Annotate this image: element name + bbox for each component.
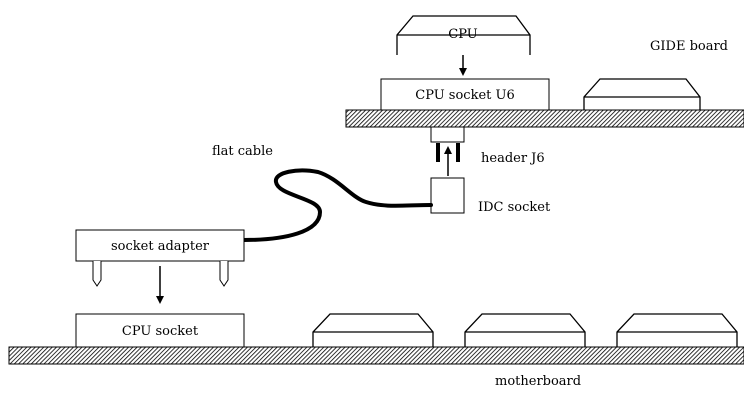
socket-adapter-label: socket adapter [111,239,210,254]
gide-board-pcb [345,109,744,128]
gide-board-label: GIDE board [650,39,728,54]
header-j6-body [430,126,465,143]
flat-cable-label: flat cable [212,144,273,159]
header-j6-pin [456,143,460,162]
motherboard-chip [464,313,586,347]
idc-socket-box [430,177,465,214]
header-j6: header J6 [430,126,545,176]
cpu-socket-u6-box [380,78,550,111]
socket-adapter-pin [219,261,229,287]
gide-chip [583,78,701,110]
cpu-socket-box [75,313,245,348]
socket-adapter-pin [92,261,102,287]
cpu-chip-outline [396,15,531,55]
motherboard-chip [312,313,434,347]
motherboard-pcb [8,346,744,365]
cpu-socket-u6-label: CPU socket U6 [415,88,515,103]
cpu-chip: CPU [396,15,531,55]
cpu-socket-u6: CPU socket U6 [380,78,550,111]
header-j6-pin [436,143,440,162]
socket-adapter-box [75,229,245,262]
header-j6-label: header J6 [481,151,545,166]
flat-cable-line [242,168,433,242]
cpu-socket: CPU socket [75,313,245,348]
flat-cable: flat cable [212,144,433,242]
idc-socket-label: IDC socket [478,200,551,215]
socket-adapter: socket adapter [75,229,245,287]
motherboard-label: motherboard [495,374,581,389]
motherboard-chip [616,313,738,347]
motherboard: motherboard [8,346,744,389]
cpu-chip-label: CPU [448,27,477,42]
idc-socket: IDC socket [430,177,551,215]
cpu-socket-label: CPU socket [122,324,199,339]
